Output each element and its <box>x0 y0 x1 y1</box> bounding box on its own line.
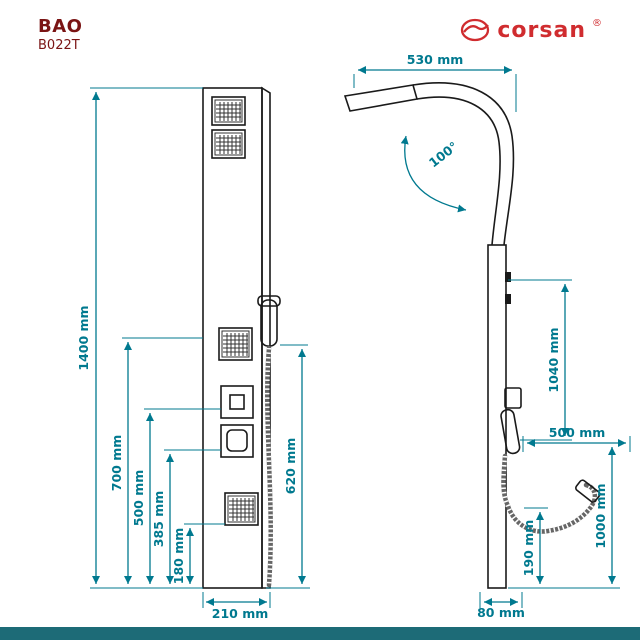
dim-label-620: 620 mm <box>283 438 298 495</box>
dim-label-180: 180 mm <box>171 528 186 585</box>
angle-label-100: 100° <box>426 139 461 171</box>
dim-label-1400: 1400 mm <box>76 305 91 370</box>
dimension-labels: 1400 mm 700 mm 500 mm 385 mm 180 mm 210 … <box>76 52 608 621</box>
shower-hose-side <box>501 453 601 534</box>
top-jet-1 <box>211 96 246 126</box>
hand-shower-side <box>500 408 521 455</box>
dim-label-1040: 1040 mm <box>546 327 561 392</box>
shower-arm-inner <box>416 96 501 246</box>
hand-shower-front <box>257 295 281 347</box>
footer-bar <box>0 627 640 640</box>
mixer-control <box>220 424 254 458</box>
hand-shower-head-side <box>575 479 601 503</box>
dimension-extension-lines <box>90 74 631 608</box>
model-code: B022T <box>38 38 80 53</box>
diverter-control <box>220 385 254 419</box>
side-view-drawing <box>343 82 601 589</box>
registered-mark: ® <box>592 18 602 29</box>
dim-label-190: 190 mm <box>521 520 536 577</box>
top-jet-2 <box>211 129 246 159</box>
angle-arc-100 <box>400 135 467 213</box>
overhead-shower-head <box>343 84 419 112</box>
mount-nub-1 <box>505 272 511 282</box>
dim-label-385: 385 mm <box>151 491 166 548</box>
brand-swirl-icon <box>461 18 490 42</box>
shower-hose-front <box>265 345 273 588</box>
mount-nub-2 <box>505 294 511 304</box>
body-jet <box>218 327 253 361</box>
brand-wordmark: corsan <box>497 17 586 43</box>
shower-arm-outer <box>412 82 515 246</box>
brand-logo: corsan ® <box>459 16 602 44</box>
dimension-lines <box>92 66 626 606</box>
dim-label-500: 500 mm <box>131 470 146 527</box>
dim-label-500-side: 500 mm <box>549 425 606 440</box>
dim-label-530: 530 mm <box>407 52 464 67</box>
dim-label-210: 210 mm <box>212 606 269 621</box>
dim-label-80: 80 mm <box>477 605 525 620</box>
model-name: BAO <box>38 16 83 37</box>
panel-side-profile <box>487 244 507 589</box>
knob-side <box>504 387 522 409</box>
lower-jet <box>224 492 259 526</box>
front-view-drawing <box>202 86 281 589</box>
dim-label-700: 700 mm <box>109 435 124 492</box>
dim-label-1000: 1000 mm <box>593 483 608 548</box>
